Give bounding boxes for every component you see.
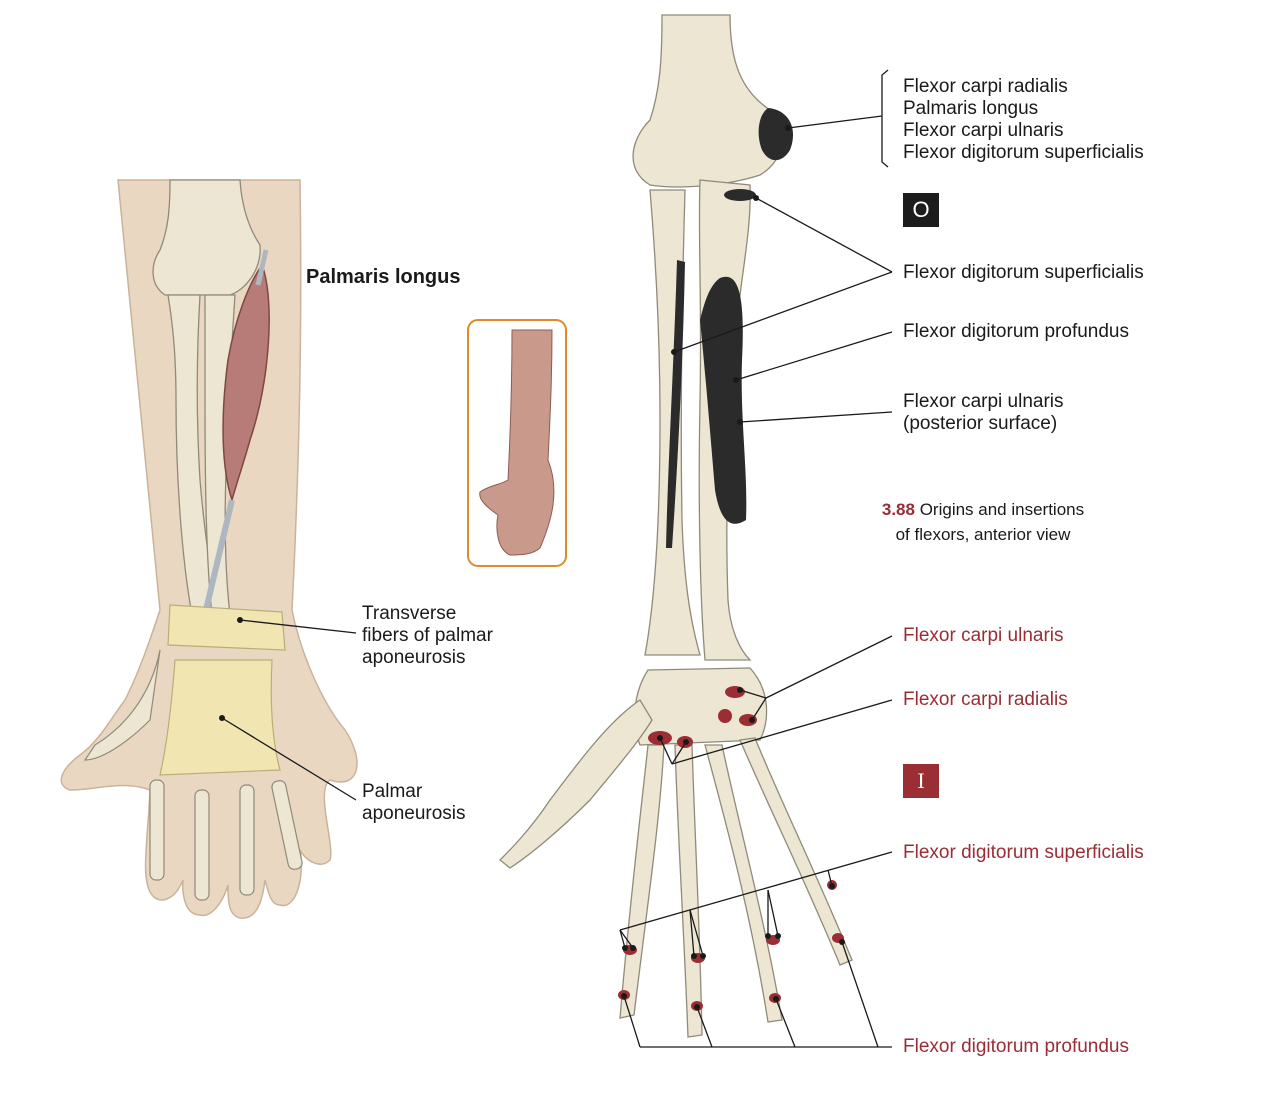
transverse-fibers (167, 604, 286, 651)
insertion-fcr-label: Flexor carpi radialis (903, 689, 1068, 710)
palmar-aponeurosis-label: Palmar aponeurosis (362, 781, 466, 824)
finger-index (619, 744, 665, 1019)
leader-lines (221, 69, 893, 1048)
origin-fcu-posterior-label: Flexor carpi ulnaris (posterior surface) (903, 391, 1064, 434)
radius-fds-origin (666, 260, 685, 548)
insertion-fcu-label: Flexor carpi ulnaris (903, 625, 1064, 646)
insertion-badge: I (903, 764, 939, 798)
thumb (499, 699, 653, 869)
insertion-fds-label: Flexor digitorum superficialis (903, 842, 1144, 863)
hamate-insertion (718, 709, 732, 723)
figure-title: Palmaris longus (306, 266, 461, 288)
trapezium-insertion (739, 714, 757, 726)
caption-number: 3.88 (881, 500, 915, 519)
palmaris-longus-tendon (203, 499, 235, 611)
finger-little (739, 737, 853, 966)
figure-caption: 3.88 Origins and insertions of flexors, … (858, 497, 1108, 547)
origin-fds-label: Flexor digitorum superficialis (903, 262, 1144, 283)
insertion-fdp-label: Flexor digitorum profundus (903, 1036, 1129, 1057)
hand-bones-left (83, 649, 303, 901)
finger-middle (674, 744, 703, 1038)
leader-dots (219, 125, 845, 1010)
coronoid-origin (724, 189, 756, 201)
humerus-right (632, 14, 783, 188)
caption-line1: Origins and insertions (919, 500, 1085, 519)
origin-badge: O (903, 193, 939, 227)
finger-ring (704, 744, 783, 1023)
palmaris-longus-tendon-upper (255, 249, 269, 286)
palmaris-longus-muscle (222, 263, 270, 503)
transverse-fibers-label: Transverse fibers of palmar aponeurosis (362, 603, 493, 668)
medial-epicondyle-origin (758, 108, 794, 161)
origin-fdp-label: Flexor digitorum profundus (903, 321, 1129, 342)
left-forearm-figure (60, 179, 358, 919)
caption-line2: of flexors, anterior view (895, 525, 1071, 544)
origin-group-label: Flexor carpi radialis Palmaris longus Fl… (903, 76, 1144, 163)
inset-forearm (467, 319, 567, 567)
